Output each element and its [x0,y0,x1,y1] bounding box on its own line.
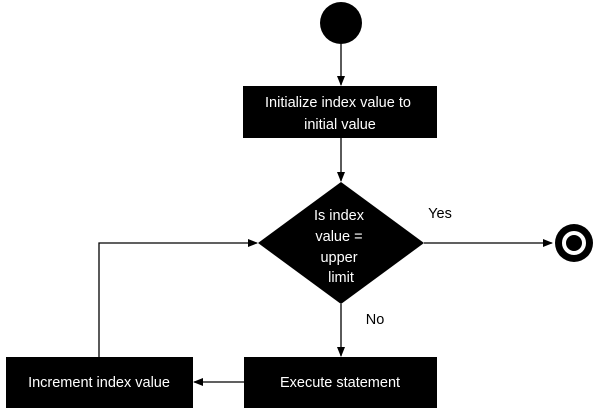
initialize-box [243,86,437,138]
decision-label-line-2: value = [315,229,362,245]
execute-box [244,357,437,408]
yes-label: Yes [428,206,452,222]
decision-label-line-3: upper [320,250,357,266]
increment-box [6,357,193,408]
increment-label-line-1: Increment index value [28,375,170,391]
initialize-label: Initialize index value to initial value [265,95,415,133]
execute-label: Execute statement [280,375,400,391]
decision-label-line-1: Is index [314,208,365,224]
end-node [555,224,593,262]
increment-label: Increment index value [28,375,170,391]
start-node [320,2,362,44]
edge-increment-to-decision [98,239,258,357]
no-label: No [366,312,385,328]
execute-label-line-1: Execute statement [280,375,400,391]
decision-label-line-4: limit [328,270,354,286]
initialize-label-line-1: Initialize index value to [265,95,411,111]
initialize-node: Initialize index value to initial value [243,86,437,138]
decision-diamond [258,182,424,304]
execute-node: Execute statement [244,357,437,408]
increment-node: Increment index value [6,357,193,408]
initialize-label-line-2: initial value [304,117,376,133]
decision-node: Is index value = upper limit [258,182,424,304]
end-node-ring [562,231,586,255]
end-node-outer [555,224,593,262]
decision-label: Is index value = upper limit [314,208,368,286]
